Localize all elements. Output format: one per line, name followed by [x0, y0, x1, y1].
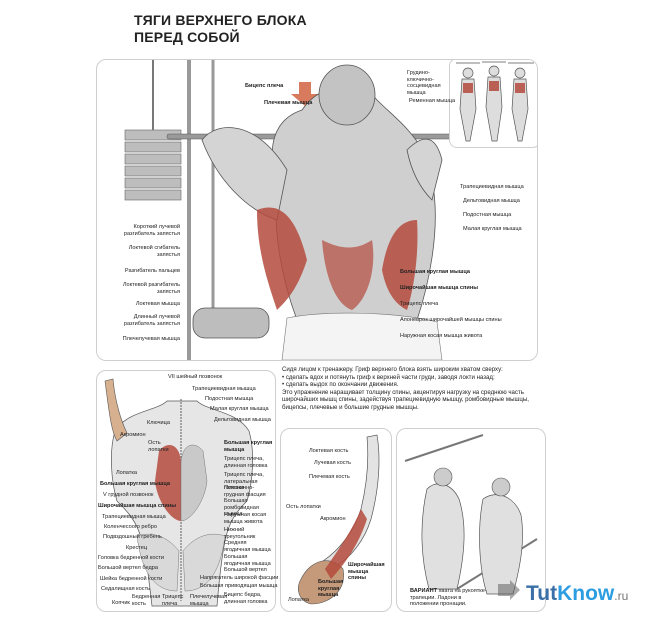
back-left-lower-9: Большой вертел бедра — [98, 565, 158, 571]
label-right-5: Широчайшая мышца спины — [400, 285, 478, 291]
back-left-lower-0: Лопатка — [116, 470, 138, 476]
back-left-lower-10: Шейка бедренной кости — [100, 576, 163, 582]
label-right-8: Наружная косая мышца живота — [400, 333, 483, 339]
label-left-3: Локтевой разгибатель запястья — [122, 282, 180, 295]
label-left-0: Короткий лучевой разгибатель запястья — [123, 224, 180, 237]
back-right-10: Напрягатель широкой фасции — [200, 575, 279, 581]
label-brachialis: Плечевая мышца — [264, 100, 313, 106]
title-line-1: ТЯГИ ВЕРХНЕГО БЛОКА — [134, 12, 307, 28]
label-sternocleido: Грудино-ключично-сосцевидная мышца — [407, 70, 441, 96]
back-right-8: Большая ягодичная мышца — [224, 554, 271, 567]
tutknow-watermark: TutKnow.ru — [526, 582, 628, 606]
shoulder-label-0: Локтевая кость — [309, 448, 349, 454]
shoulder-label-6: Большая круглая мышца — [318, 579, 344, 598]
back-left-upper-2: Ость лопатки — [148, 440, 169, 453]
back-top-2: Подостная мышца — [205, 396, 254, 402]
label-right-7: Апоневроз широчайшей мышцы спины — [400, 317, 502, 323]
back-right-2: Трицепс плеча, латеральная головка — [224, 472, 264, 491]
back-bottom-3: Плечелучевая мышца — [190, 594, 228, 607]
shoulder-label-7: Лопатка — [288, 597, 310, 603]
description-bullet-2: • сделать выдох по окончании движения. — [282, 381, 399, 389]
back-top-0: VII шейный позвонок — [168, 374, 223, 380]
inset-figures-illustration — [456, 61, 534, 142]
back-anatomy-panel — [96, 370, 276, 612]
variant-text: хвата на рукоятке-трапеции. Ладони в пол… — [410, 588, 487, 607]
label-right-4: Большая круглая мышца — [400, 269, 471, 275]
back-left-lower-11: Седалищная кость — [101, 586, 151, 592]
label-left-5: Длинный лучевой разгибатель запястья — [123, 314, 180, 327]
label-biceps: Бицепс плеча — [245, 83, 284, 89]
back-left-lower-7: Крестец — [126, 545, 148, 551]
description-detail: Это упражнение наращивает толщину спины,… — [282, 388, 529, 411]
back-top-4: Дельтовидная мышца — [214, 417, 271, 423]
back-left-lower-6: Подвздошный гребень — [103, 534, 162, 540]
back-bottom-1: Бедренная кость — [132, 594, 161, 607]
back-top-3: Малая круглая мышца — [210, 406, 269, 412]
back-left-lower-3: Широчайшая мышца спины — [98, 503, 176, 509]
main-illustration-panel — [96, 59, 538, 361]
back-right-5: Наружная косая мышца живота — [224, 512, 267, 525]
label-left-6: Плечелучевая мышца — [122, 336, 180, 342]
shoulder-label-5: Широчайшая мышца спины — [348, 562, 385, 581]
shoulder-label-4: Акромион — [320, 516, 346, 522]
back-bottom-0: Копчик — [112, 600, 130, 606]
back-right-3: Пояснично-грудная фасция — [224, 485, 266, 498]
back-right-6: Нижний треугольник — [224, 527, 256, 540]
label-right-6: Трицепс плеча — [400, 301, 439, 307]
bullet-2-text: сделать выдох по окончании движения. — [285, 381, 399, 389]
title-line-2: ПЕРЕД СОБОЙ — [134, 29, 240, 45]
shoulder-joint-illustration — [298, 434, 380, 605]
shoulder-label-3: Ость лопатки — [286, 504, 321, 510]
exercise-description: Сидя лицом к тренажеру. Гриф верхнего бл… — [282, 366, 544, 412]
back-left-upper-1: Акромион — [120, 432, 146, 438]
label-right-1: Дельтовидная мышца — [463, 198, 520, 204]
label-left-2: Разгибатель пальцев — [124, 268, 180, 274]
shoulder-label-1: Лучевая кость — [314, 460, 352, 466]
bullet-1-text: сделать вдох и потянуть гриф к верхней ч… — [285, 373, 495, 381]
label-left-1: Локтевой сгибатель запястья — [128, 245, 180, 258]
shoulder-joint-panel — [280, 428, 392, 612]
variant-caption: ВАРИАНТ хвата на рукоятке-трапеции. Ладо… — [410, 588, 490, 608]
page-title: ТЯГИ ВЕРХНЕГО БЛОКА ПЕРЕД СОБОЙ — [134, 12, 307, 46]
back-right-1: Трицепс плеча, длинная головка — [224, 456, 268, 469]
back-left-lower-2: V грудной позвонок — [103, 492, 154, 498]
description-bullet-1: • сделать вдох и потянуть гриф к верхней… — [282, 373, 495, 381]
variant-panel — [396, 428, 546, 612]
back-left-lower-1: Большая круглая мышца — [100, 481, 171, 487]
back-left-lower-4: Трапециевидная мышца — [102, 514, 166, 520]
variant-illustration — [404, 434, 538, 595]
label-left-4: Локтевая мышца — [135, 301, 180, 307]
back-right-11: Большая приводящая мышца — [200, 583, 278, 589]
label-right-2: Подостная мышца — [463, 212, 512, 218]
back-right-7: Средняя ягодичная мышца — [224, 540, 271, 553]
label-splenius: Ременная мышца — [409, 98, 456, 104]
back-left-upper-0: Ключица — [147, 420, 170, 426]
label-right-3: Малая круглая мышца — [463, 226, 522, 232]
shoulder-label-2: Плечевая кость — [309, 474, 350, 480]
back-anatomy-illustration — [104, 378, 253, 607]
back-top-1: Трапециевидная мышца — [192, 386, 256, 392]
back-left-lower-8: Головка бедренной кости — [98, 555, 164, 561]
tutknow-logo-icon — [498, 580, 520, 600]
watermark-suffix: .ru — [614, 589, 629, 603]
back-bottom-2: Трицепс плеча — [162, 594, 184, 607]
back-left-lower-5: Коленчесоого ребро — [104, 524, 157, 530]
variant-label: ВАРИАНТ — [410, 588, 438, 594]
back-right-4: Большая ромбовидная мышца — [224, 498, 259, 517]
label-right-0: Трапециевидная мышца — [460, 184, 524, 190]
watermark-part-2: Know — [557, 582, 615, 605]
back-right-12: Бицепс бедра, длинная головка — [224, 592, 268, 605]
back-right-9: Большой вертел — [224, 567, 267, 573]
back-right-0: Большая круглая мышца — [224, 440, 273, 453]
lat-pulldown-illustration — [124, 60, 537, 360]
inset-figures — [449, 60, 537, 148]
description-intro: Сидя лицом к тренажеру. Гриф верхнего бл… — [282, 366, 503, 373]
watermark-part-1: Tut — [526, 582, 558, 605]
